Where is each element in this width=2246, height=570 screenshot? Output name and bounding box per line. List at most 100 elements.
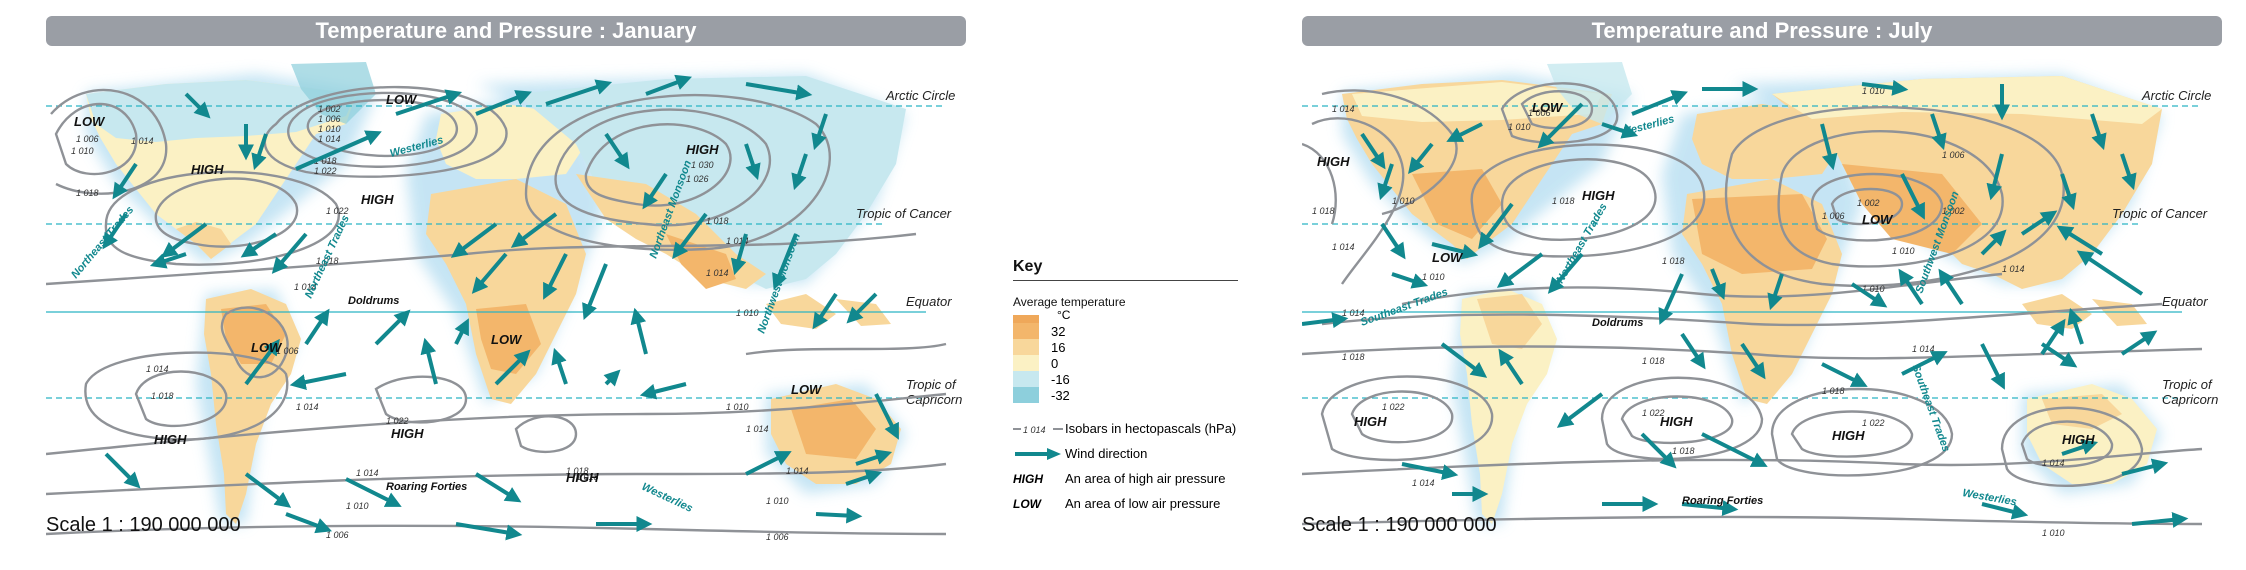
jan-low-sa: LOW	[251, 340, 283, 355]
svg-text:1 014: 1 014	[146, 364, 169, 374]
jan-high-sind: HIGH	[566, 470, 599, 485]
svg-text:1 022: 1 022	[1382, 402, 1405, 412]
svg-text:1 014: 1 014	[1912, 344, 1935, 354]
jan-high-satl: HIGH	[391, 426, 424, 441]
svg-text:1 014: 1 014	[1023, 425, 1046, 435]
svg-text:1 018: 1 018	[151, 391, 174, 401]
svg-text:1 006: 1 006	[766, 532, 789, 542]
jan-equator-label: Equator	[906, 294, 952, 309]
jul-capricorn-tropic: Tropic of	[2162, 377, 2213, 392]
jan-low-siberia: LOW	[386, 92, 418, 107]
svg-text:1 010: 1 010	[318, 124, 341, 134]
jan-high-sa: HIGH	[154, 432, 187, 447]
jul-cancer-label: Tropic of Cancer	[2112, 206, 2208, 221]
july-scale: Scale 1 : 190 000 000	[1302, 514, 1497, 536]
jan-westerlies-s: Westerlies	[640, 481, 695, 515]
jan-low-aus: LOW	[791, 382, 823, 397]
svg-text:1 014: 1 014	[746, 424, 769, 434]
jan-isobars	[46, 85, 947, 536]
key-legend: 1 014 Isobars in hectopascals (hPa) Wind…	[1013, 421, 1238, 511]
january-panel: Temperature and Pressure : January	[46, 16, 966, 556]
svg-text:1 010: 1 010	[346, 501, 369, 511]
jul-high-aus: HIGH	[2062, 432, 2095, 447]
jul-low-arctic: LOW	[1532, 100, 1564, 115]
jan-high-atl: HIGH	[361, 192, 394, 207]
key-unit: °C	[1057, 308, 1071, 322]
july-title: Temperature and Pressure : July	[1302, 16, 2222, 46]
jan-isobar-values: 1 002 1 006 1 010 1 014 1 018 1 022 1 02…	[71, 104, 809, 542]
isobar-icon: 1 014	[1013, 425, 1063, 435]
svg-text:1 010: 1 010	[1508, 122, 1531, 132]
jul-low-asia: LOW	[1862, 212, 1894, 227]
svg-text:1 018: 1 018	[706, 216, 729, 226]
legend-high: HIGH An area of high air pressure	[1013, 471, 1226, 486]
jan-low-africa: LOW	[491, 332, 523, 347]
legend-low: LOW An area of low air pressure	[1013, 496, 1221, 511]
july-map: Arctic Circle Tropic of Cancer Equator T…	[1302, 62, 2218, 538]
svg-text:1 018: 1 018	[314, 156, 337, 166]
jul-high-sind: HIGH	[1832, 428, 1865, 443]
svg-text:1 014: 1 014	[1412, 478, 1435, 488]
key-title: Key	[1013, 258, 1238, 281]
svg-text:1 018: 1 018	[1342, 352, 1365, 362]
key-swatch-minus16	[1013, 371, 1039, 387]
svg-text:1 014: 1 014	[318, 134, 341, 144]
svg-text:1 006: 1 006	[326, 530, 349, 540]
svg-text:1 010: 1 010	[1862, 86, 1885, 96]
jul-wind-arrows	[1302, 79, 2189, 528]
svg-text:1 010: 1 010	[1892, 246, 1915, 256]
svg-text:1 014: 1 014	[2002, 264, 2025, 274]
key-row-minus16: -16	[1013, 371, 1238, 387]
svg-text:1 014: 1 014	[1342, 308, 1365, 318]
svg-text:1 002: 1 002	[318, 104, 341, 114]
jul-se-trades-2: Southeast Trades	[1909, 363, 1952, 454]
svg-text:1 006: 1 006	[276, 346, 299, 356]
jul-se-trades-1: Southeast Trades	[1359, 286, 1450, 329]
svg-text:1 010: 1 010	[1862, 284, 1885, 294]
svg-text:1 010: 1 010	[736, 308, 759, 318]
jan-wind-arrows	[102, 74, 899, 541]
jan-high-na: HIGH	[191, 162, 224, 177]
jul-doldrums: Doldrums	[1592, 317, 1643, 329]
svg-text:1 014: 1 014	[726, 236, 749, 246]
svg-text:1 006: 1 006	[1822, 211, 1845, 221]
svg-text:1 014: 1 014	[356, 468, 379, 478]
svg-text:1 014: 1 014	[131, 136, 154, 146]
key-swatch-16	[1013, 339, 1039, 355]
svg-text:1 006: 1 006	[1942, 150, 1965, 160]
key-row-16: 16	[1013, 339, 1238, 355]
svg-text:1 014: 1 014	[2042, 458, 2065, 468]
jan-ne-trades-1: Northeast Trades	[69, 204, 136, 281]
svg-text:1 018: 1 018	[566, 466, 589, 476]
svg-text:1 006: 1 006	[1528, 108, 1551, 118]
svg-text:1 014: 1 014	[294, 282, 317, 292]
svg-text:1 006: 1 006	[76, 134, 99, 144]
jul-high-atl: HIGH	[1582, 188, 1615, 203]
jan-doldrums: Doldrums	[348, 295, 399, 307]
svg-text:1 030: 1 030	[691, 160, 714, 170]
key-row-minus32: -32	[1013, 387, 1238, 403]
jul-capricorn-name: Capricorn	[2162, 392, 2218, 407]
jul-high-pac: HIGH	[1317, 154, 1350, 169]
map-key: Key Average temperature °C 32 16 0 -16 -…	[1013, 258, 1238, 558]
svg-text:1 002: 1 002	[1942, 206, 1965, 216]
svg-text:1 022: 1 022	[314, 166, 337, 176]
svg-text:1 018: 1 018	[316, 256, 339, 266]
key-swatch-32	[1013, 323, 1039, 339]
jan-cancer-label: Tropic of Cancer	[856, 206, 952, 221]
key-row-32: 32	[1013, 323, 1238, 339]
svg-text:1 010: 1 010	[726, 402, 749, 412]
legend-isobar: 1 014 Isobars in hectopascals (hPa)	[1013, 421, 1238, 436]
jan-ne-trades-2: Northeast Trades	[303, 213, 352, 300]
svg-text:1 014: 1 014	[296, 402, 319, 412]
jan-high-asia: HIGH	[686, 142, 719, 157]
key-swatch-0	[1013, 355, 1039, 371]
key-swatch-minus32	[1013, 387, 1039, 403]
key-swatch-top	[1013, 315, 1039, 323]
jan-capricorn-tropic: Tropic of	[906, 377, 957, 392]
svg-text:1 018: 1 018	[1552, 196, 1575, 206]
svg-text:1 014: 1 014	[1332, 242, 1355, 252]
svg-text:1 018: 1 018	[1662, 256, 1685, 266]
jul-low-mex: LOW	[1432, 250, 1464, 265]
svg-text:1 018: 1 018	[1672, 446, 1695, 456]
